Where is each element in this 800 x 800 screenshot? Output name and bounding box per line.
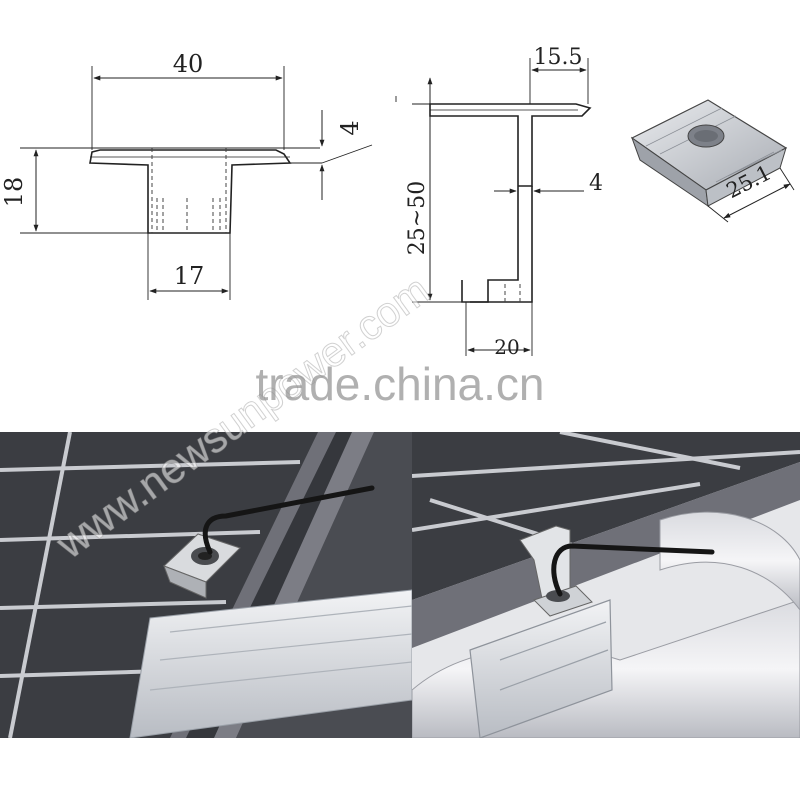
mid-base-label: 17: [174, 262, 205, 290]
mid-lip-label: 4: [336, 120, 364, 135]
nut-length-dim-line: [723, 183, 791, 219]
mid-height-label: 18: [0, 177, 28, 208]
end-clamp-profile: [429, 103, 592, 303]
end-top-label: 15.5: [534, 45, 583, 70]
center-watermark: trade.china.cn: [256, 358, 545, 410]
mid-clamp-installation-photo: [0, 432, 412, 738]
end-height-label: 25~50: [405, 181, 430, 255]
end-clamp-installation-photo: [412, 432, 800, 738]
end-base-label: 20: [494, 335, 519, 359]
mid-clamp-drawing: 40 18 17 4: [0, 50, 373, 300]
mid-width-label: 40: [173, 50, 204, 78]
end-wall-label: 4: [589, 171, 603, 196]
end-clamp-drawing: 15.5 25~50 4 20: [395, 45, 603, 359]
mid-clamp-profile: [89, 149, 292, 234]
nut-illustration: 25.1: [630, 99, 795, 223]
